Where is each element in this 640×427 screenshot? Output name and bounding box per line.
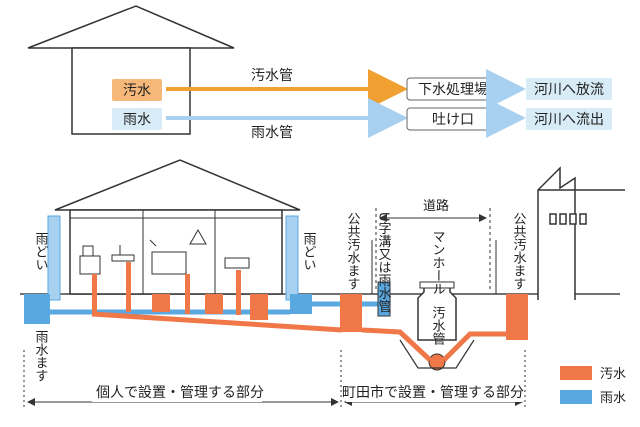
public-sewer-left: [361, 327, 432, 362]
outfall-label: 吐け口: [432, 112, 474, 128]
section-house: [54, 159, 301, 295]
legend-sewage-swatch: [560, 366, 592, 380]
legend: 汚水 雨水: [560, 366, 626, 406]
sewage-source-label: 汚水: [123, 83, 151, 99]
legend-storm-swatch: [560, 390, 592, 404]
storm-source-label: 雨水: [123, 112, 151, 128]
left-downspout-label: 雨どい: [33, 232, 49, 271]
manhole-label: マンホール: [430, 230, 445, 295]
storm-basin-right: [290, 294, 312, 314]
storm-basin-left: [24, 294, 50, 324]
left-downspout: [47, 215, 61, 301]
right-downspout-label: 雨どい: [301, 232, 317, 271]
public-sewage-basin-left: [340, 294, 362, 332]
private-label-bg: [92, 384, 262, 402]
sewer-trench: [399, 339, 475, 369]
treatment-plant-label: 下水処理場: [418, 82, 488, 98]
manhole-cover: [419, 281, 455, 289]
legend-sewage-label: 汚水: [600, 367, 626, 382]
river-release-label: 河川へ放流: [534, 82, 604, 98]
storm-basin-label: 雨水ます: [33, 330, 49, 382]
sewage-pipe-label: 汚水管: [251, 68, 293, 84]
river-release-box: [526, 78, 612, 100]
public-sewage-basin-right: [506, 294, 528, 340]
manhole-shaft: [417, 288, 457, 341]
sewer-main-pipe: [428, 353, 446, 371]
city-part-label: 町田市で設置・管理する部分: [342, 384, 524, 401]
u-ditch: [377, 281, 391, 317]
public-basin-right-label: 公共汚水ます: [511, 212, 527, 290]
sewer-main-label: 汚水管: [430, 306, 446, 346]
u-ditch-label: U字溝又は雨水管: [376, 212, 392, 314]
storm-source-box: [112, 108, 162, 130]
river-outflow-box: [526, 108, 612, 130]
main-private-sewer: [91, 311, 343, 333]
public-sewer-right: [442, 331, 506, 362]
sewage-source-box: [112, 79, 162, 101]
right-downspout: [285, 215, 299, 301]
city-label-bg: [346, 384, 522, 402]
private-part-label: 個人で設置・管理する部分: [96, 385, 264, 401]
neighbor-building: [537, 166, 625, 300]
river-outflow-label: 河川へ流出: [534, 112, 604, 128]
property-posts: [371, 240, 497, 294]
storm-pipe-label: 雨水管: [251, 125, 293, 141]
private-sewage-pipes: [92, 262, 268, 320]
road-label: 道路: [423, 198, 449, 214]
public-basin-left-label: 公共汚水ます: [345, 212, 361, 290]
legend-storm-label: 雨水: [600, 391, 626, 406]
